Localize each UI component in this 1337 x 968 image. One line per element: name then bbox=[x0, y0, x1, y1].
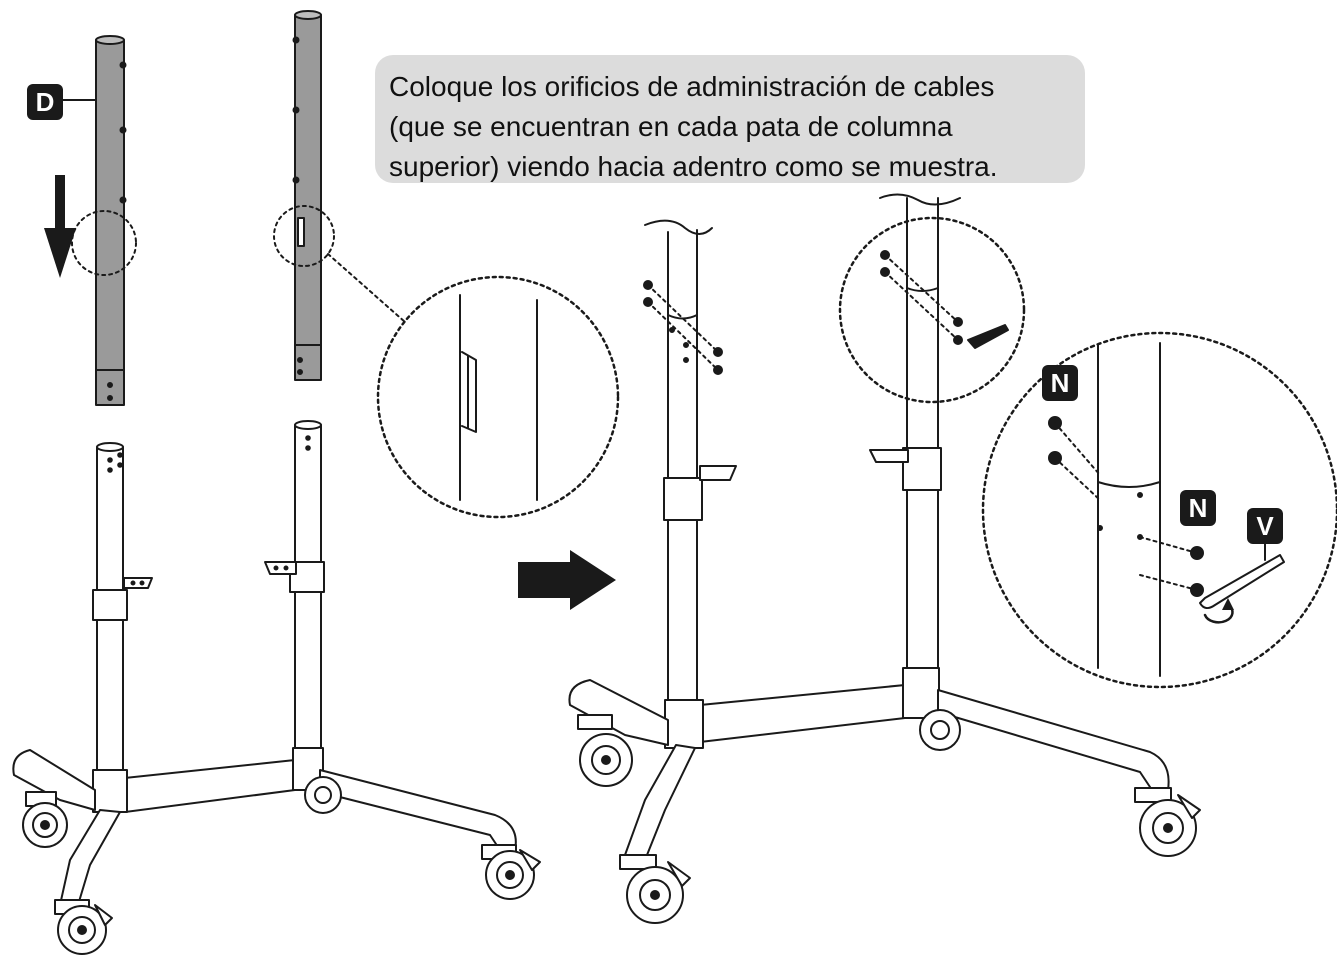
allen-key-icon bbox=[967, 324, 1009, 349]
instruction-line-3: superior) viendo hacia adentro como se m… bbox=[389, 151, 998, 182]
right-arrow-icon bbox=[518, 550, 616, 610]
zoom-detail-top-right bbox=[838, 216, 1026, 404]
upper-column-d bbox=[95, 35, 127, 406]
caster-left-rear bbox=[304, 776, 342, 814]
caster-right-front bbox=[619, 854, 691, 924]
caster-left-right bbox=[481, 844, 541, 900]
lower-column-left bbox=[92, 442, 153, 778]
caster-left-back bbox=[22, 791, 68, 848]
caster-right-rear bbox=[919, 709, 961, 751]
zoom-leader-line bbox=[327, 253, 406, 323]
label-n-2: N bbox=[1180, 490, 1216, 526]
down-arrow-icon bbox=[44, 175, 76, 278]
label-v: V bbox=[1247, 508, 1283, 544]
label-d: D bbox=[27, 84, 63, 120]
bolts-left-column bbox=[643, 280, 723, 375]
assembled-column-right bbox=[869, 193, 961, 681]
assembled-column-left bbox=[644, 219, 737, 701]
zoom-marker-left-column bbox=[71, 210, 137, 276]
right-stand-assembly bbox=[568, 193, 1337, 924]
zoom-marker-cable-hole bbox=[273, 205, 335, 267]
zoom-detail-bolts bbox=[981, 331, 1337, 689]
upper-column-right bbox=[292, 10, 322, 381]
instruction-line-1: Coloque los orificios de administración … bbox=[389, 71, 995, 102]
caster-left-front bbox=[54, 899, 113, 955]
base-left bbox=[12, 747, 517, 906]
lower-column-right bbox=[264, 420, 325, 766]
caster-right-right bbox=[1134, 787, 1201, 857]
wrench-tool bbox=[1199, 554, 1285, 609]
base-right bbox=[568, 667, 1170, 861]
zoom-detail-cable-hole bbox=[376, 275, 620, 519]
instruction-callout: Coloque los orificios de administración … bbox=[375, 55, 1085, 183]
left-stand-assembly bbox=[12, 10, 620, 955]
instruction-line-2: (que se encuentran en cada pata de colum… bbox=[389, 111, 953, 142]
label-n-1: N bbox=[1042, 365, 1078, 401]
caster-right-back bbox=[577, 714, 633, 787]
